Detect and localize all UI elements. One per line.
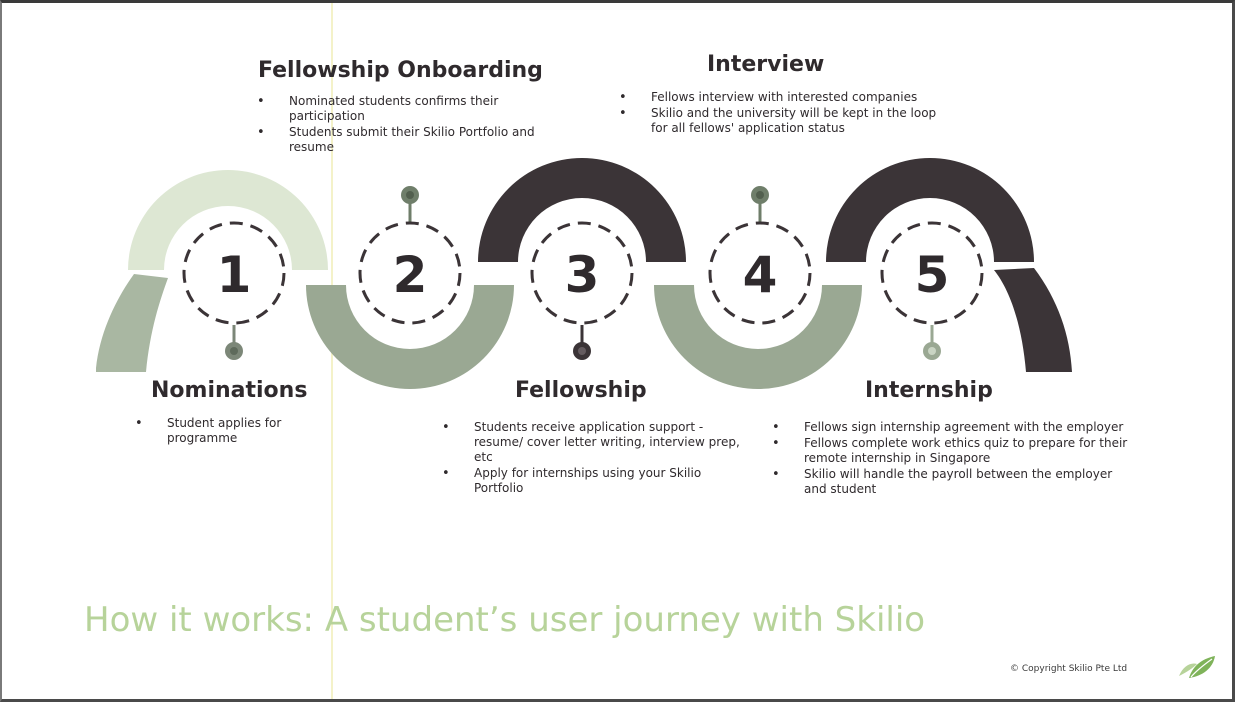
step-1-title: Nominations xyxy=(151,378,308,403)
step-5-bullet-list: Fellows sign internship agreement with t… xyxy=(768,420,1128,498)
step-2-bullet: Nominated students confirms their partic… xyxy=(253,94,563,124)
step-2-dashed-circle xyxy=(358,221,462,325)
page-title: How it works: A student’s user journey w… xyxy=(84,600,926,640)
step-1-dashed-circle xyxy=(182,221,286,325)
step-2-bullet: Students submit their Skilio Portfolio a… xyxy=(253,125,563,155)
step-2-title: Fellowship Onboarding xyxy=(258,58,543,83)
step-5-bullet: Fellows sign internship agreement with t… xyxy=(768,420,1128,435)
arc-step-1-top xyxy=(128,170,328,270)
step-4-bullet-list: Fellows interview with interested compan… xyxy=(615,90,945,137)
step-3-number: 3 xyxy=(565,246,600,304)
step-4-number: 4 xyxy=(743,246,778,304)
step-5-dashed-circle xyxy=(880,221,984,325)
step-3-bullet-list: Students receive application support - r… xyxy=(438,420,743,497)
step-2-bullet-list: Nominated students confirms their partic… xyxy=(253,94,563,156)
step-1-bullet-list: Student applies for programme xyxy=(131,416,311,447)
step-4-bullet: Fellows interview with interested compan… xyxy=(615,90,945,105)
arc-step-2-bottom xyxy=(306,285,514,389)
copyright-text: © Copyright Skilio Pte Ltd xyxy=(1010,664,1128,674)
arc-tail xyxy=(994,268,1072,372)
step-4-title: Interview xyxy=(707,52,825,77)
step-3-bullet: Students receive application support - r… xyxy=(438,420,743,465)
pin-step-2 xyxy=(401,186,419,222)
pin-step-5 xyxy=(923,325,941,360)
step-3-title: Fellowship xyxy=(515,378,647,403)
step-3-bullet: Apply for internships using your Skilio … xyxy=(438,466,743,496)
step-2-number: 2 xyxy=(393,246,428,304)
step-5-title: Internship xyxy=(865,378,993,403)
step-1-bullet: Student applies for programme xyxy=(131,416,311,446)
arc-lead-in xyxy=(96,274,168,372)
step-1-number: 1 xyxy=(217,246,252,304)
pin-step-1 xyxy=(225,325,243,360)
pin-step-4 xyxy=(751,186,769,222)
leaf-logo-icon xyxy=(1179,656,1215,678)
pin-step-3 xyxy=(573,325,591,360)
arc-step-5-top xyxy=(826,158,1034,262)
arc-step-4-bottom xyxy=(654,285,862,389)
step-4-dashed-circle xyxy=(708,221,812,325)
step-5-bullet: Skilio will handle the payroll between t… xyxy=(768,467,1128,497)
step-3-dashed-circle xyxy=(530,221,634,325)
arc-step-3-top xyxy=(478,158,686,262)
step-5-bullet: Fellows complete work ethics quiz to pre… xyxy=(768,436,1128,466)
step-5-number: 5 xyxy=(915,246,950,304)
step-4-bullet: Skilio and the university will be kept i… xyxy=(615,106,945,136)
